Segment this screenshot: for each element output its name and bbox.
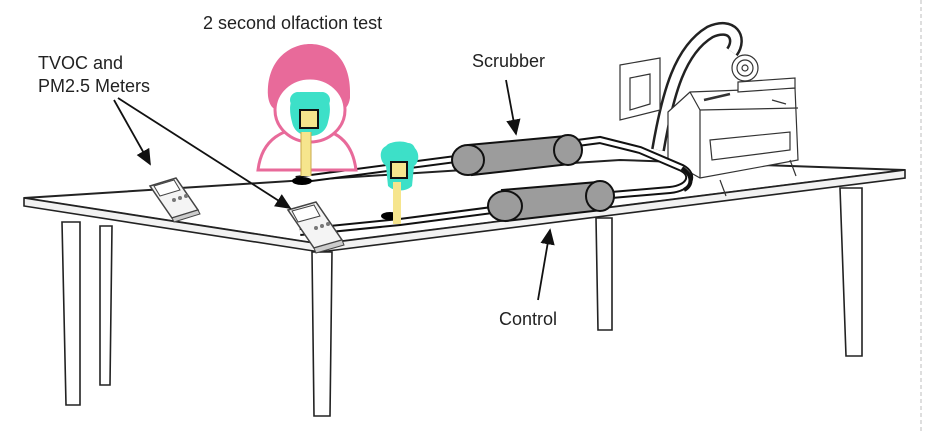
arrow-to-meter-1 xyxy=(113,99,151,166)
arrow-to-control xyxy=(537,228,555,301)
table-port-hole xyxy=(292,177,312,185)
annotation-arrows xyxy=(113,79,555,301)
air-quality-meter-icon xyxy=(286,201,345,254)
meters-label-line-2: PM2.5 Meters xyxy=(38,76,151,96)
olfaction-test-label: 2 second olfaction test xyxy=(203,13,383,33)
table-legs xyxy=(61,187,863,417)
scrubber-label: Scrubber xyxy=(472,51,546,71)
meters-label: TVOC and PM2.5 Meters xyxy=(38,52,150,98)
control-label: Control xyxy=(499,309,558,329)
meters-label-line-1: TVOC and xyxy=(38,53,124,73)
person-with-mask-icon xyxy=(256,44,358,176)
tubing-loop xyxy=(295,135,694,236)
air-quality-meter-icon xyxy=(148,177,201,223)
arrow-to-scrubber xyxy=(505,79,521,136)
control-cylinder xyxy=(487,180,615,223)
arrow-to-meter-2 xyxy=(117,97,292,209)
mask-sampler-icon xyxy=(380,141,419,224)
scrubber-cylinder xyxy=(451,134,583,177)
